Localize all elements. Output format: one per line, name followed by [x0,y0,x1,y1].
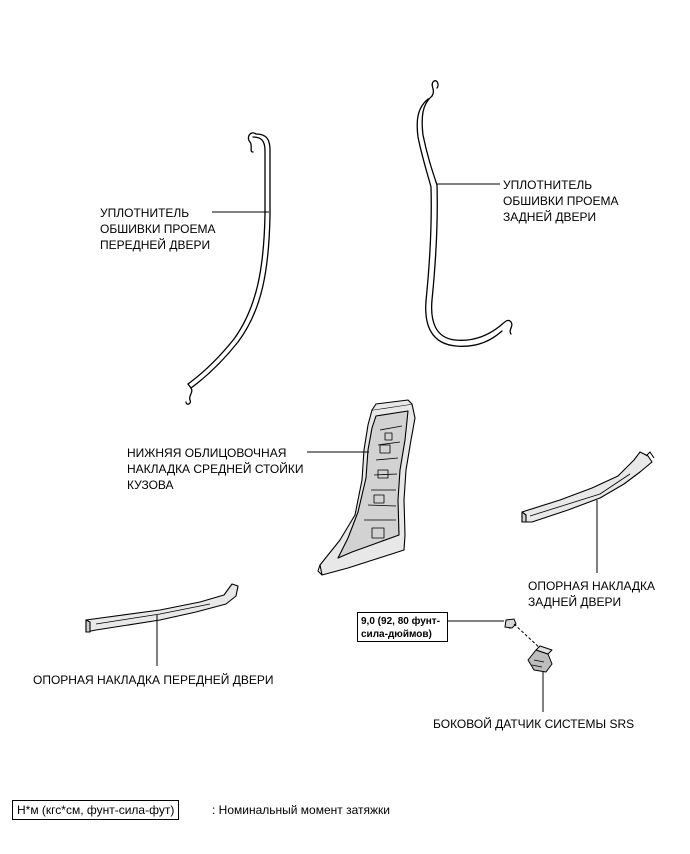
label-line: ОБШИВКИ ПРОЕМА [503,194,619,208]
bolt [504,618,517,629]
label-line: ЗАДНЕЙ ДВЕРИ [503,210,597,224]
front-door-scuff-plate-label: ОПОРНАЯ НАКЛАДКА ПЕРЕДНЕЙ ДВЕРИ [33,673,274,687]
rear-door-weatherstrip-label: УПЛОТНИТЕЛЬ ОБШИВКИ ПРОЕМА ЗАДНЕЙ ДВЕРИ [503,177,619,225]
rear-door-scuff-plate-label: ОПОРНАЯ НАКЛАДКА ЗАДНЕЙ ДВЕРИ [528,578,655,610]
rear-door-scuff-plate [521,451,655,523]
srs-side-sensor-label: БОКОВОЙ ДАТЧИК СИСТЕМЫ SRS [433,717,635,731]
legend-torque-unit-box: Н*м (кгс*см, фунт-сила-фут) [12,800,180,820]
label-line: НИЖНЯЯ ОБЛИЦОВОЧНАЯ [127,446,287,460]
label-line: УПЛОТНИТЕЛЬ [503,178,593,192]
srs-side-sensor [527,645,553,673]
bolt-sensor-dashed-line [513,623,543,651]
label-line: ЗАДНЕЙ ДВЕРИ [528,595,622,609]
label-line: УПЛОТНИТЕЛЬ [100,206,190,220]
label-line: КУЗОВА [127,478,174,492]
center-pillar-garnish-label: НИЖНЯЯ ОБЛИЦОВОЧНАЯ НАКЛАДКА СРЕДНЕЙ СТО… [127,445,303,493]
rear-door-weatherstrip [416,80,513,347]
label-line: ПЕРЕДНЕЙ ДВЕРИ [100,238,211,252]
front-door-weatherstrip [185,132,271,405]
front-door-weatherstrip-label: УПЛОТНИТЕЛЬ ОБШИВКИ ПРОЕМА ПЕРЕДНЕЙ ДВЕР… [100,205,216,253]
label-line: ОПОРНАЯ НАКЛАДКА [528,579,656,593]
legend-description: : Номинальный момент затяжки [212,803,390,817]
label-line: НАКЛАДКА СРЕДНЕЙ СТОЙКИ [127,462,304,476]
torque-spec-box: 9,0 (92, 80 фунт- сила-дюймов) [357,612,448,642]
front-door-scuff-plate [85,583,239,633]
torque-line: сила-дюймов) [361,629,432,640]
center-pillar-lower-garnish [317,399,416,576]
torque-line: 9,0 (92, 80 фунт- [361,616,441,627]
label-line: ОБШИВКИ ПРОЕМА [100,222,216,236]
